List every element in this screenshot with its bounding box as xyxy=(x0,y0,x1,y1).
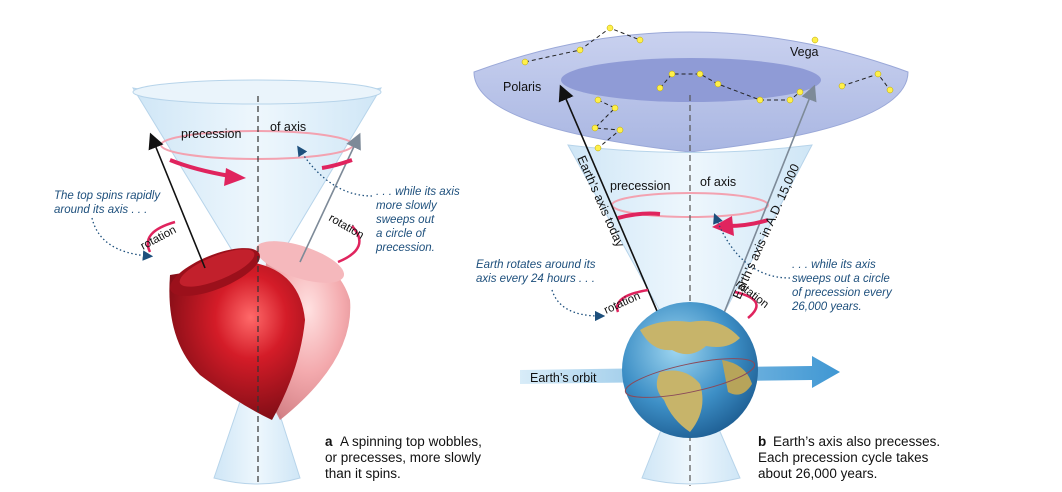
top-rotation-label-right: rotation xyxy=(327,212,366,242)
star xyxy=(591,124,599,132)
caption-a-line: than it spins. xyxy=(325,466,401,481)
panel-b-earth: Polaris Vega precession of axis Earth’s … xyxy=(473,24,944,486)
top-precession-arrow-left-head xyxy=(224,168,246,186)
caption-a-line: A spinning top wobbles, xyxy=(340,434,482,449)
earth-annotation-connector-right xyxy=(713,213,791,279)
polaris-label: Polaris xyxy=(503,80,541,94)
top-annotation-right-line: sweeps out xyxy=(376,214,435,226)
top-annotation-left-line: around its axis . . . xyxy=(54,204,147,216)
star xyxy=(786,96,794,104)
star xyxy=(874,70,882,78)
earth-annotation-connector-left xyxy=(551,289,606,322)
top-precession-arrow-right xyxy=(321,158,353,170)
earth-annotation-right: . . . while its axis sweeps out a circle… xyxy=(791,259,895,313)
earth-annotation-left-line: Earth rotates around its xyxy=(476,259,596,271)
earth-rotation-arrow-right xyxy=(734,290,758,319)
top-annotation-right: . . . while its axis more slowly sweeps … xyxy=(375,186,463,254)
caption-b-letter: b xyxy=(758,434,766,449)
constellation-line xyxy=(524,27,641,63)
earth-annotation-left-line: axis every 24 hours . . . xyxy=(476,273,595,285)
top-annotation-left: The top spins rapidly around its axis . … xyxy=(54,190,163,216)
star xyxy=(886,86,894,94)
top-upper-cone xyxy=(131,87,383,271)
star xyxy=(811,36,819,44)
top-precession-arrow-left xyxy=(169,158,231,178)
earth-continent xyxy=(656,370,703,432)
top-annotation-left-line: The top spins rapidly xyxy=(54,190,161,202)
star xyxy=(576,46,584,54)
star xyxy=(796,88,804,96)
star xyxy=(594,144,602,152)
star xyxy=(696,70,704,78)
star xyxy=(521,58,529,66)
star xyxy=(636,36,644,44)
caption-a-line: or precesses, more slowly xyxy=(325,450,481,465)
earth-rotation-label-left: rotation xyxy=(602,290,642,317)
earth-annotation-right-line: 26,000 years. xyxy=(791,301,862,313)
stars xyxy=(521,24,894,152)
vega-label: Vega xyxy=(790,45,819,59)
caption-b-line: Earth’s axis also precesses. xyxy=(773,434,940,449)
earth-annotation-right-line: . . . while its axis xyxy=(792,259,876,271)
earth-annotation-left: Earth rotates around its axis every 24 h… xyxy=(476,259,599,285)
earth-orbit-label: Earth’s orbit xyxy=(530,371,597,385)
top-annotation-right-line: more slowly xyxy=(376,200,438,212)
star xyxy=(656,84,664,92)
caption-b-line: Each precession cycle takes xyxy=(758,450,929,465)
star xyxy=(594,96,602,104)
sky-inner-hole xyxy=(561,58,821,102)
earth-annotation-right-line: of precession every xyxy=(792,287,893,299)
caption-b-line: about 26,000 years. xyxy=(758,466,877,481)
caption-a-letter: a xyxy=(325,434,333,449)
top-axis-arrow-black xyxy=(148,132,206,269)
star xyxy=(756,96,764,104)
red-top-cap-inner xyxy=(179,249,255,287)
top-annotation-right-line: a circle of xyxy=(376,228,427,240)
earth-precession-arrow-right-head xyxy=(712,216,734,236)
caption-a: a A spinning top wobbles, or precesses, … xyxy=(325,434,486,481)
earth-annotation-right-line: sweeps out a circle xyxy=(792,273,890,285)
top-rotation-arrow-left xyxy=(146,220,176,253)
star xyxy=(668,70,676,78)
earth-continent xyxy=(722,360,752,395)
earth-lower-cone xyxy=(641,419,741,485)
earth-rotation-arrow-left xyxy=(615,288,649,313)
earth-continent xyxy=(640,320,740,355)
top-rotation-arrow-right xyxy=(337,225,361,264)
top-annotation-connector-left xyxy=(91,217,154,261)
top-annotation-connector-right xyxy=(297,145,373,197)
earth-cone xyxy=(567,144,813,341)
star xyxy=(611,104,619,112)
star xyxy=(714,80,722,88)
red-top-body xyxy=(169,262,305,420)
top-annotation-right-line: precession. xyxy=(375,242,435,254)
star xyxy=(616,126,624,134)
top-of-axis-label: of axis xyxy=(270,120,306,134)
earth-precession-label: precession xyxy=(610,179,670,193)
top-precession-label: precession xyxy=(181,127,241,141)
top-annotation-right-line: . . . while its axis xyxy=(376,186,460,198)
star xyxy=(838,82,846,90)
earth-precession-arrow-left xyxy=(617,211,661,220)
axis-future-arrow xyxy=(721,84,817,319)
star xyxy=(606,24,614,32)
axis-today-arrow xyxy=(558,84,661,319)
earth-equator xyxy=(624,358,756,398)
earth-of-axis-label: of axis xyxy=(700,175,736,189)
caption-b: b Earth’s axis also precesses. Each prec… xyxy=(758,434,944,481)
panel-a-spinning-top: precession of axis rotation rotation The… xyxy=(54,79,486,486)
top-cone-rim xyxy=(132,79,382,105)
